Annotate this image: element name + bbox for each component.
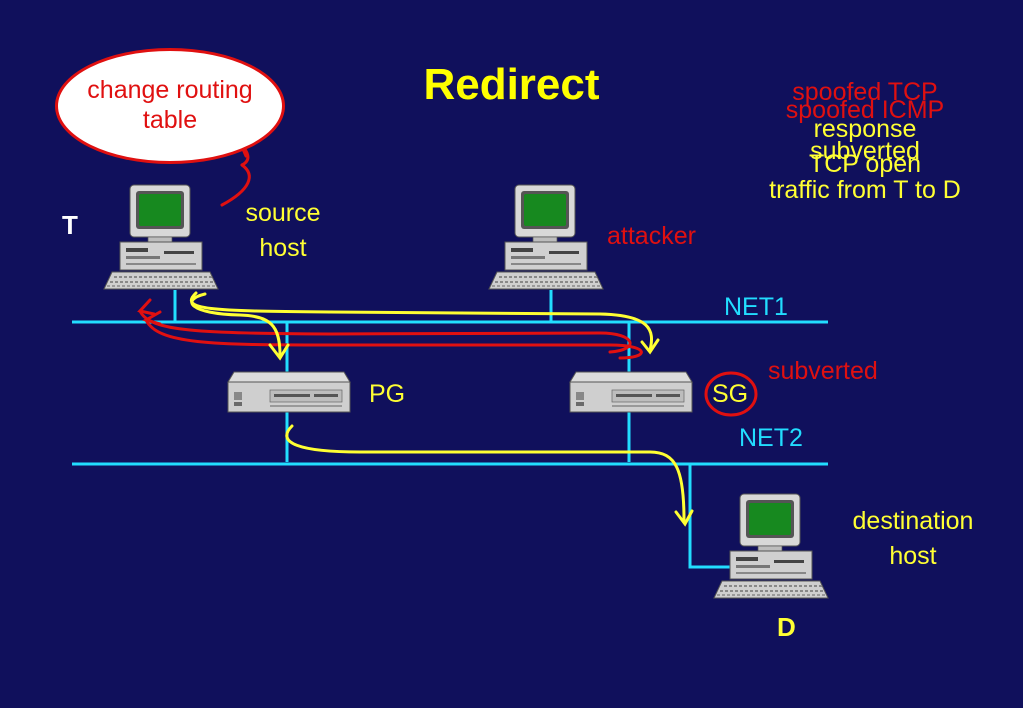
overlapping-notes: spoofed TCP spoofed ICMP response subver…: [735, 80, 995, 210]
net2-label: NET2: [739, 424, 803, 452]
callout-bubble: [55, 48, 285, 164]
note-spoofed-tcp: spoofed TCP: [792, 78, 938, 106]
d-label: D: [777, 612, 796, 642]
network-drops: [173, 290, 742, 569]
note-spoofed-icmp: spoofed ICMP: [785, 96, 945, 124]
pg-router-icon: [227, 371, 351, 413]
spoofed-path-red: [137, 139, 643, 360]
note-traffic-t-to-d: traffic from T to D: [769, 176, 961, 204]
source-host-computer-icon: [103, 184, 219, 290]
subverted-label: subverted: [768, 357, 878, 385]
callout-text: change routing table: [87, 76, 253, 134]
t-label: T: [62, 210, 78, 240]
destination-host-computer-icon: [713, 493, 829, 599]
source-host-label: source host: [245, 199, 321, 262]
sg-label: SG: [712, 380, 749, 408]
destination-host-label: destination host: [852, 507, 974, 570]
attacker-computer-icon: [488, 184, 604, 290]
note-response: response: [813, 115, 917, 143]
page-title: Redirect: [423, 60, 600, 109]
pg-label: PG: [369, 380, 406, 408]
note-subverted: subverted: [810, 137, 920, 165]
net1-label: NET1: [724, 293, 788, 321]
sg-highlight-circle: [704, 371, 758, 417]
traffic-path-yellow: [189, 291, 694, 527]
attacker-label: attacker: [607, 222, 696, 250]
note-tcp-open: TCP open: [808, 150, 922, 178]
sg-router-icon: [569, 371, 693, 413]
